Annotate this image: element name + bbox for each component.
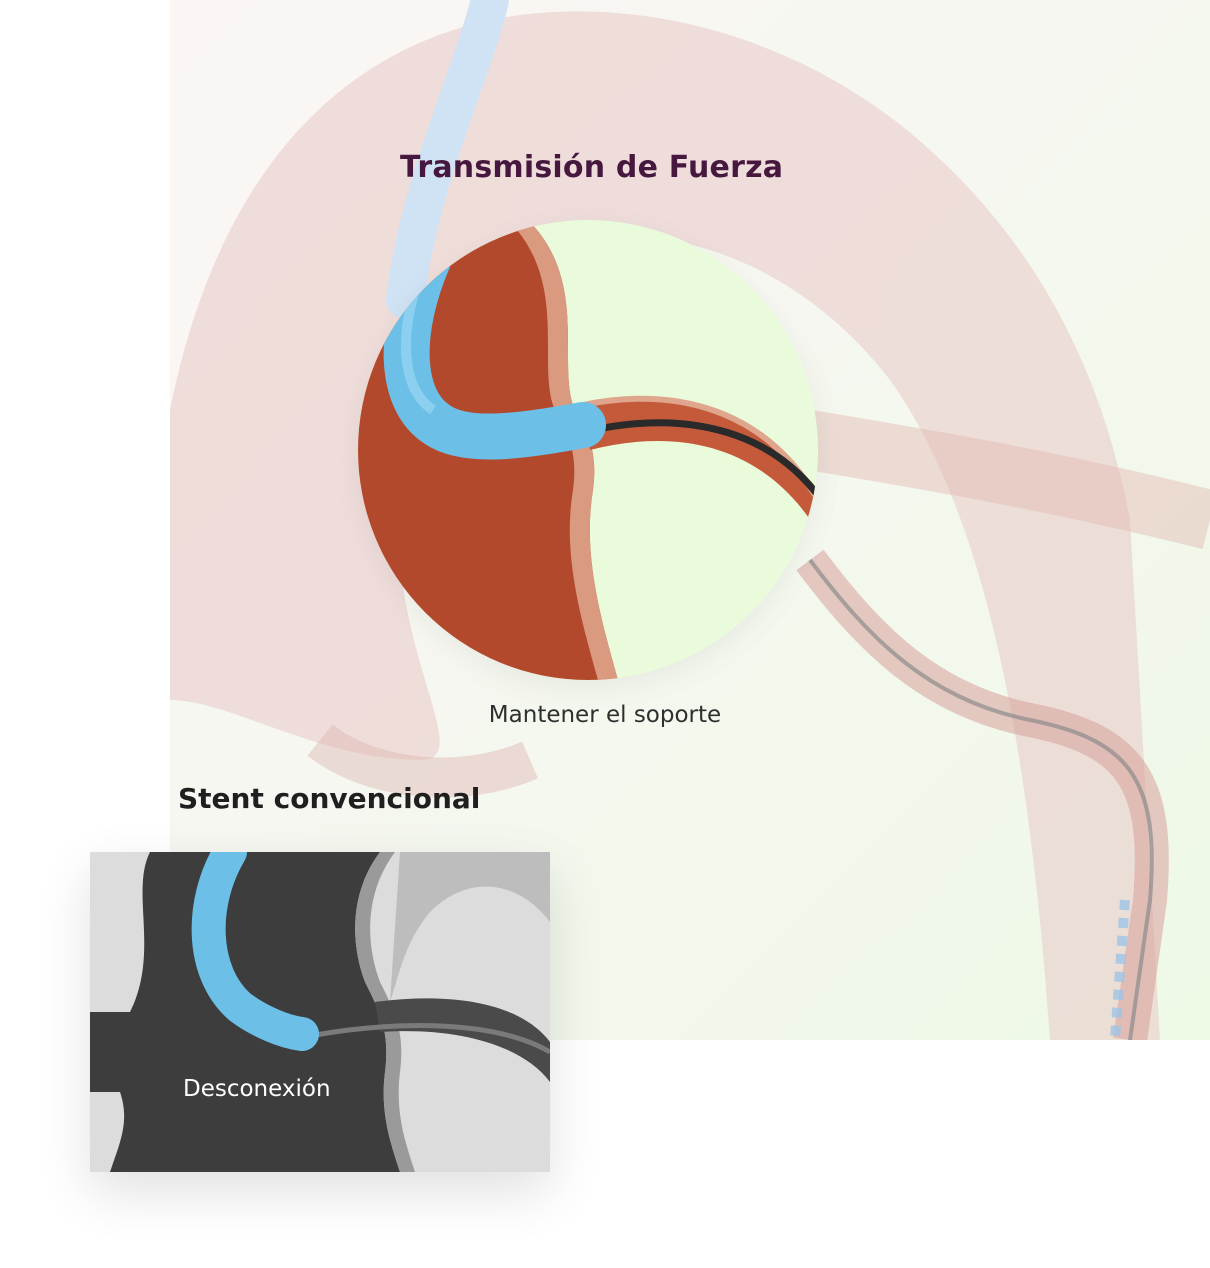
comparison-heading: Stent convencional xyxy=(178,782,481,815)
section-title: Transmisión de Fuerza xyxy=(400,150,784,185)
detail-caption: Mantener el soporte xyxy=(488,702,722,728)
card-label: Desconexión xyxy=(183,1076,331,1102)
detail-magnifier xyxy=(358,220,818,680)
catheter-detail-illustration xyxy=(358,220,818,680)
conventional-stent-card: Desconexión xyxy=(90,852,550,1172)
conventional-stent-illustration xyxy=(90,852,550,1172)
